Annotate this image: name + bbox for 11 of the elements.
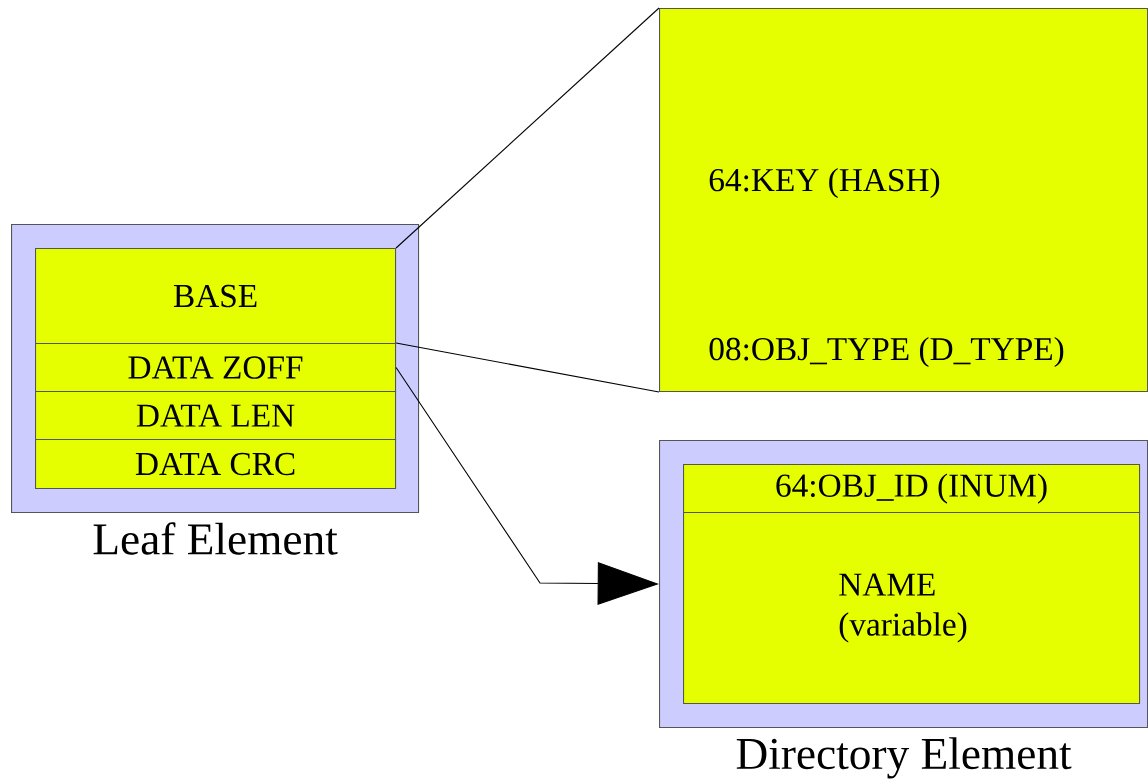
field-row: DATA ZOFF	[35, 343, 397, 393]
zoom-line	[395, 342, 660, 393]
field-label: 64:KEY (HASH)	[709, 167, 940, 199]
field-label: 08:OBJ_TYPE (D_TYPE)	[709, 336, 1064, 368]
field-row: DATA CRC	[35, 439, 397, 490]
zoom-line	[395, 7, 660, 249]
field-row: DATA LEN	[35, 391, 397, 441]
field-row: 64:OBJ_ID (INUM)	[683, 464, 1141, 514]
element-title: Leaf Element	[93, 522, 338, 555]
field-row: BASE	[35, 248, 397, 345]
element-title: Directory Element	[736, 737, 1072, 779]
